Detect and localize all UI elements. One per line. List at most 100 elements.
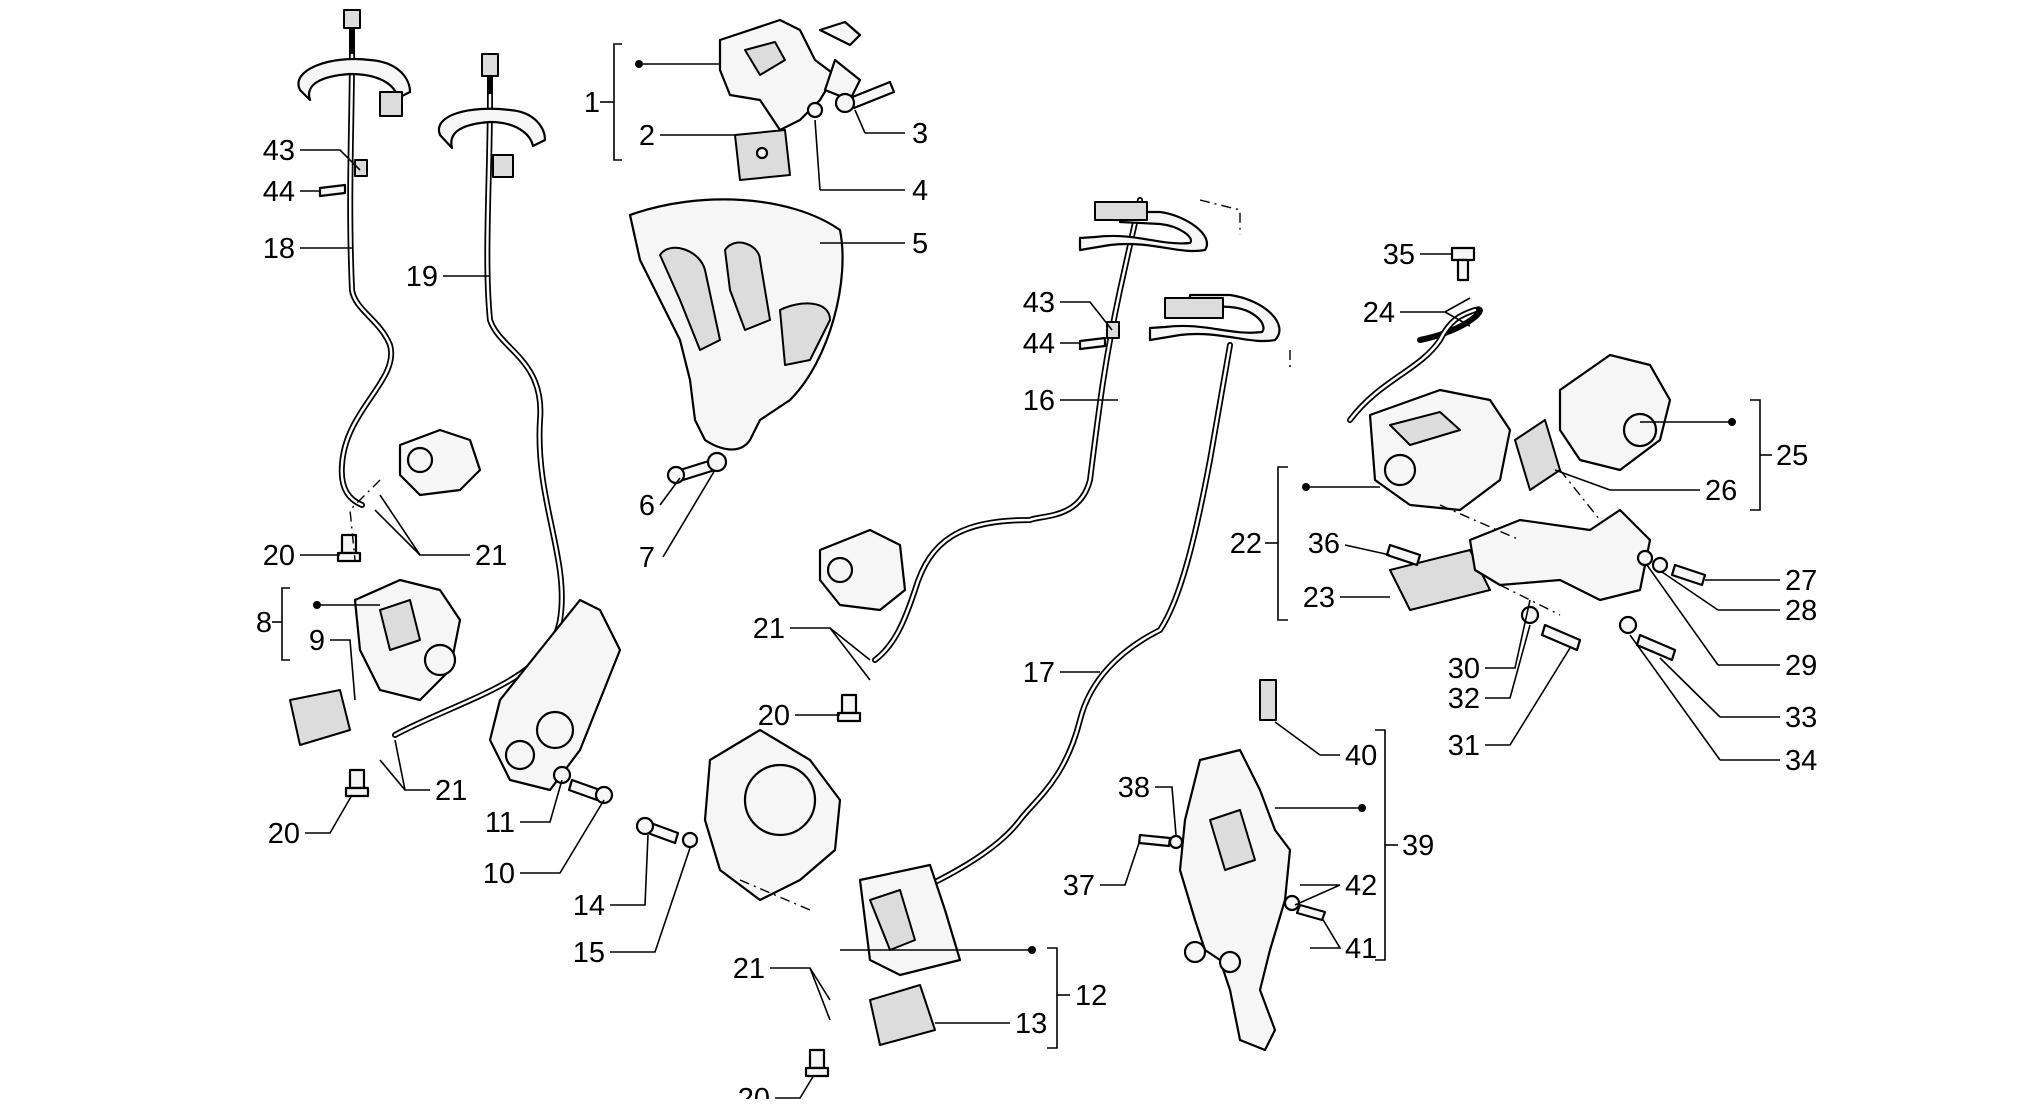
label-17: 17 — [1023, 657, 1055, 689]
label-7: 7 — [639, 542, 655, 574]
label-35: 35 — [1383, 239, 1415, 271]
label-4: 4 — [912, 175, 928, 207]
label-28: 28 — [1785, 595, 1817, 627]
label-24: 24 — [1363, 297, 1395, 329]
banjo-fitting-top-19 — [481, 53, 499, 77]
washer-7 — [706, 451, 728, 473]
label-16: 16 — [1023, 385, 1055, 417]
label-18: 18 — [263, 233, 295, 265]
label-21d: 21 — [733, 953, 765, 985]
master-cylinder-left — [398, 428, 482, 497]
label-9: 9 — [309, 625, 325, 657]
bolt-10 — [567, 778, 614, 805]
leader-lines — [272, 43, 1780, 1099]
caliper-assembly-25 — [1558, 353, 1672, 472]
label-31: 31 — [1448, 730, 1480, 762]
washer-34 — [1618, 615, 1638, 635]
label-3: 3 — [912, 118, 928, 150]
brake-pad-13 — [869, 984, 936, 1046]
label-2: 2 — [639, 120, 655, 152]
clamp-43a — [354, 159, 368, 177]
master-cylinder-center — [818, 528, 907, 612]
label-38: 38 — [1118, 772, 1150, 804]
label-20c: 20 — [758, 700, 790, 732]
washer-42 — [1283, 894, 1301, 912]
label-34: 34 — [1785, 745, 1817, 777]
brake-pedal-39 — [1178, 748, 1292, 1052]
washer-32 — [1520, 605, 1540, 625]
washer-38 — [1168, 834, 1184, 850]
washer-29 — [1636, 549, 1654, 567]
label-44b: 44 — [1023, 328, 1055, 360]
label-32: 32 — [1448, 683, 1480, 715]
label-26: 26 — [1705, 475, 1737, 507]
label-10: 10 — [483, 858, 515, 890]
label-21b: 21 — [435, 775, 467, 807]
washer-4 — [806, 101, 824, 119]
axis-line-3 — [1439, 504, 1521, 541]
label-27: 27 — [1785, 565, 1817, 597]
axis-line-1 — [349, 479, 381, 561]
label-12: 12 — [1075, 980, 1107, 1012]
label-30: 30 — [1448, 653, 1480, 685]
axis-line-4 — [1559, 469, 1601, 521]
bolt-27 — [1670, 563, 1707, 587]
label-20a: 20 — [263, 540, 295, 572]
brake-hose-18 — [297, 9, 412, 508]
label-23: 23 — [1303, 582, 1335, 614]
label-42: 42 — [1345, 870, 1377, 902]
bolt-36 — [1385, 543, 1422, 567]
screw-44a — [318, 183, 347, 198]
axis-line-6 — [1199, 199, 1241, 235]
brake-pad-26 — [1514, 419, 1561, 491]
caliper-bracket-30 — [1468, 508, 1652, 602]
label-39: 39 — [1402, 830, 1434, 862]
bolt-3 — [834, 80, 896, 114]
label-15: 15 — [573, 937, 605, 969]
stop-switch-40 — [1259, 679, 1277, 721]
axis-line-2 — [739, 879, 811, 911]
label-11: 11 — [485, 807, 515, 839]
banjo-bolt-35 — [1450, 246, 1476, 282]
bolt-14 — [635, 816, 680, 845]
disc-guard-5 — [628, 198, 844, 451]
label-36: 36 — [1308, 528, 1340, 560]
label-13: 13 — [1015, 1008, 1047, 1040]
brake-pad-9 — [289, 689, 351, 746]
brake-hose-16 — [872, 197, 1209, 663]
label-41: 41 — [1345, 933, 1377, 965]
label-37: 37 — [1063, 870, 1095, 902]
washer-11 — [552, 765, 572, 785]
hose-clamp-18 — [379, 91, 403, 117]
banjo-fitting-top-18 — [343, 9, 361, 29]
label-22: 22 — [1230, 528, 1262, 560]
master-cylinder-fitting-17 — [1164, 297, 1224, 319]
caliper-assembly-22 — [1368, 388, 1512, 512]
banjo-bolt-20a — [336, 533, 362, 563]
washer-28 — [1651, 556, 1669, 574]
clamp-43b — [1106, 321, 1120, 339]
bolt-33 — [1635, 633, 1677, 662]
caliper-assembly-12 — [703, 728, 962, 977]
label-21c: 21 — [753, 613, 785, 645]
banjo-bolt-20d — [804, 1048, 830, 1078]
brake-pad-2 — [734, 129, 791, 181]
washer-15 — [681, 831, 699, 849]
master-cylinder-fitting-16 — [1094, 201, 1148, 221]
brake-hose-17 — [872, 293, 1281, 913]
label-19: 19 — [406, 261, 438, 293]
label-20d: 20 — [738, 1083, 770, 1099]
label-25: 25 — [1776, 440, 1808, 472]
label-8: 8 — [256, 607, 272, 639]
bolt-37 — [1137, 833, 1172, 848]
hose-clamp-19 — [492, 154, 514, 178]
screw-44b — [1078, 336, 1107, 351]
caliper-bracket-left — [488, 598, 622, 792]
label-6: 6 — [639, 490, 655, 522]
caliper-assembly-1 — [718, 18, 862, 132]
brake-hose-24 — [1347, 306, 1483, 423]
banjo-bolt-20b — [344, 768, 370, 798]
bolt-31 — [1540, 623, 1582, 652]
label-20b: 20 — [268, 818, 300, 850]
